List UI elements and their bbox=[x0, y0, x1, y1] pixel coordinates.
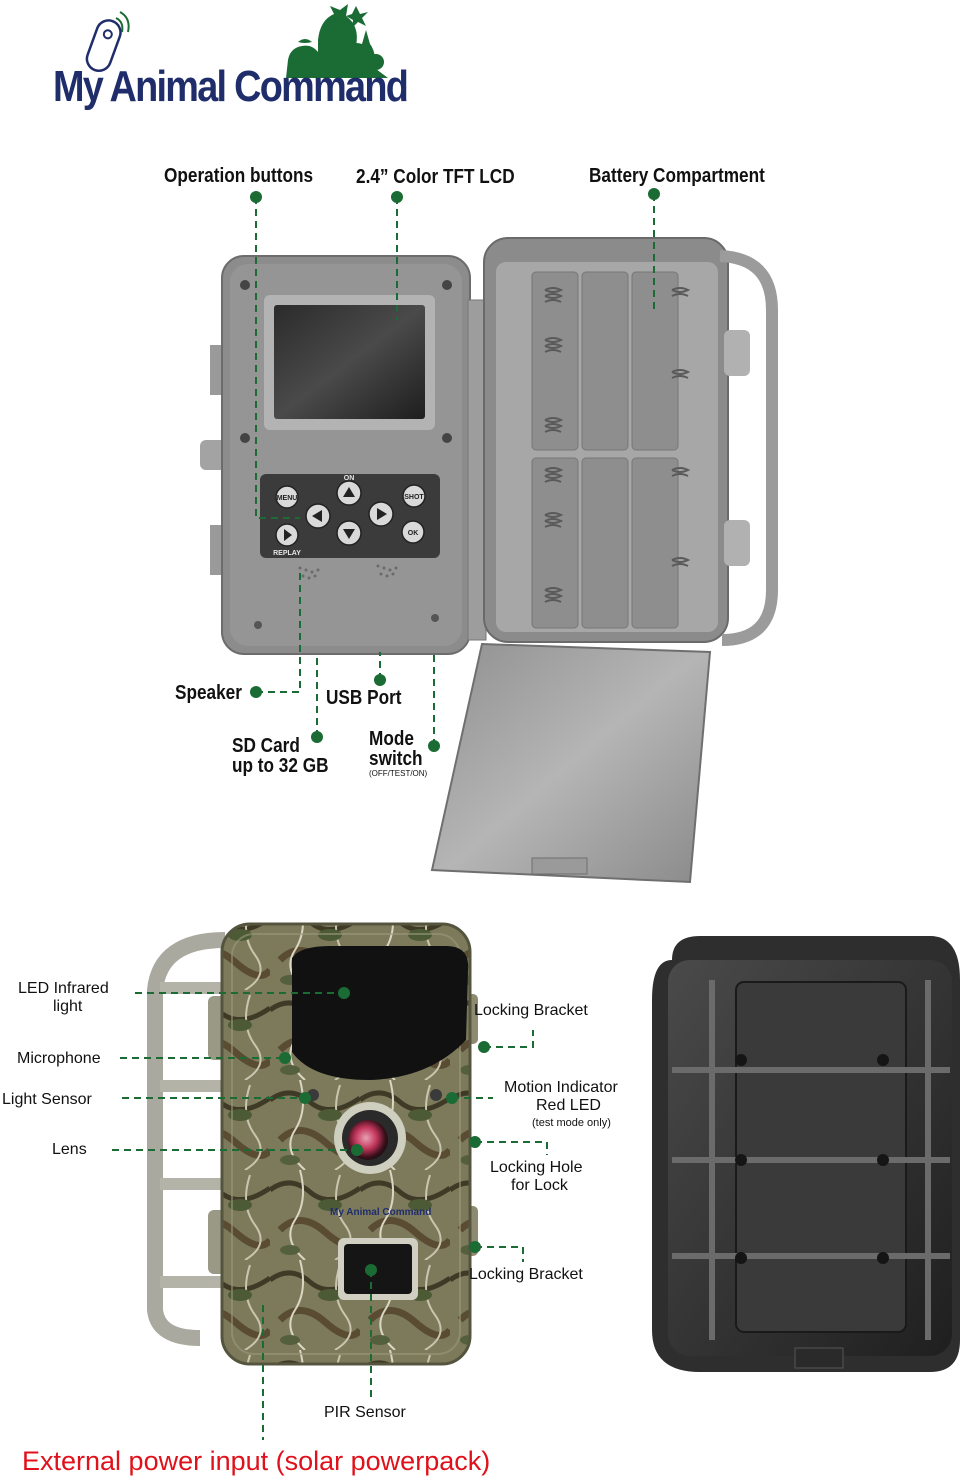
speaker-label: Speaker bbox=[175, 682, 242, 704]
bottom-callout-dots bbox=[279, 987, 490, 1276]
mode-switch-label-line1: Mode bbox=[369, 728, 414, 750]
bottom-callout-lines bbox=[112, 992, 548, 1440]
led-infrared-label-line2: light bbox=[53, 998, 83, 1015]
microphone-label: Microphone bbox=[17, 1050, 101, 1067]
led-infrared-label-line1: LED Infrared bbox=[18, 980, 109, 997]
motion-indicator-label-line2: Red LED bbox=[536, 1097, 601, 1114]
camera-front-view: My Animal Command bbox=[147, 922, 478, 1366]
usb-port-label: USB Port bbox=[326, 687, 402, 709]
replay-button-label: REPLAY bbox=[273, 550, 301, 557]
light-sensor-label: Light Sensor bbox=[2, 1091, 92, 1108]
sd-card-label-line2: up to 32 GB bbox=[232, 755, 329, 777]
camera-open-view: MENU SHOT OK REPLAY ON bbox=[200, 237, 778, 884]
locking-hole-label-line2: for Lock bbox=[511, 1177, 568, 1194]
shot-button-label: SHOT bbox=[404, 494, 424, 501]
ok-button-label: OK bbox=[408, 530, 419, 537]
logo-mark-icon bbox=[85, 4, 388, 78]
menu-button-label: MENU bbox=[277, 495, 298, 502]
battery-compartment-label: Battery Compartment bbox=[589, 165, 765, 187]
mode-switch-label-line2: switch bbox=[369, 748, 423, 770]
motion-indicator-note: (test mode only) bbox=[532, 1117, 611, 1129]
locking-bracket-top-label: Locking Bracket bbox=[474, 1002, 588, 1019]
locking-bracket-bottom-label: Locking Bracket bbox=[469, 1266, 583, 1283]
camera-logo-text: My Animal Command bbox=[330, 1207, 431, 1218]
locking-hole-label-line1: Locking Hole bbox=[490, 1159, 583, 1176]
operation-buttons-label: Operation buttons bbox=[164, 165, 314, 187]
lens-label: Lens bbox=[52, 1141, 87, 1158]
external-power-caption: External power input (solar powerpack) bbox=[22, 1446, 491, 1476]
camera-rear-view bbox=[652, 936, 960, 1372]
pir-sensor-label: PIR Sensor bbox=[324, 1404, 406, 1421]
top-callout-dots bbox=[250, 188, 660, 752]
motion-indicator-label-line1: Motion Indicator bbox=[504, 1079, 618, 1096]
mode-switch-note: (OFF/TEST/ON) bbox=[369, 769, 428, 778]
logo-text: My Animal Command bbox=[53, 62, 409, 111]
sd-card-label-line1: SD Card bbox=[232, 735, 300, 757]
lcd-label: 2.4” Color TFT LCD bbox=[356, 166, 515, 188]
on-button-label: ON bbox=[344, 475, 355, 482]
